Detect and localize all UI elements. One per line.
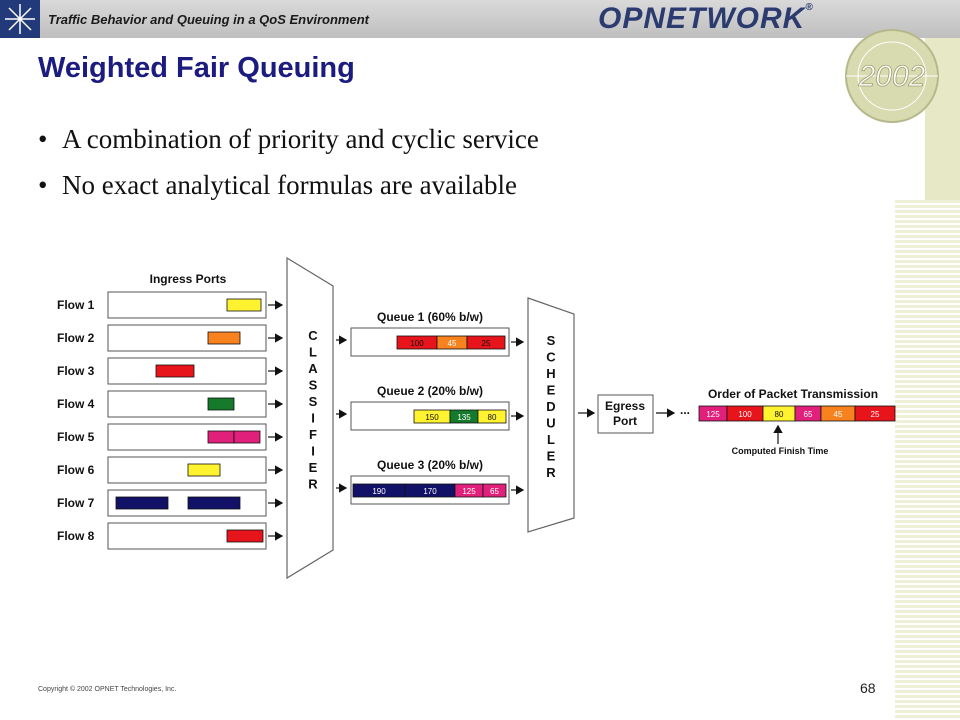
queue-packet-label: 190 <box>372 487 386 496</box>
finish-time-label: Computed Finish Time <box>732 446 829 456</box>
copyright-text: Copyright © 2002 OPNET Technologies, Inc… <box>38 686 177 693</box>
flows-group: Flow 1 Flow 2 Flow 3 Flow 4 Flow 5 Flow 6 Flow… <box>57 291 284 550</box>
side-decoration-stripes <box>895 200 960 720</box>
flow-packet <box>187 496 241 510</box>
flow-label: Flow 2 <box>57 331 95 345</box>
flow-label: Flow 8 <box>57 529 95 543</box>
classifier-letter: E <box>309 460 318 475</box>
scheduler-letter: U <box>546 416 555 431</box>
flow-label: Flow 1 <box>57 298 95 312</box>
flow-port-box <box>107 390 267 418</box>
queue-packet-label: 170 <box>423 487 437 496</box>
output-packet <box>854 405 896 422</box>
classifier-block <box>286 256 334 580</box>
queue-packet-label: 25 <box>482 339 491 348</box>
ingress-ports-label: Ingress Ports <box>150 272 227 286</box>
opnetwork-logo: OPNETWORK® <box>598 2 814 35</box>
scheduler-letter: E <box>547 449 556 464</box>
scheduler-letter: S <box>547 333 556 348</box>
output-packet-label: 25 <box>871 410 880 419</box>
flow-packet <box>115 496 169 510</box>
flow-port-box <box>107 324 267 352</box>
classifier-letter: I <box>311 411 315 426</box>
egress-port-label: Egress <box>605 399 645 413</box>
flow-label: Flow 6 <box>57 463 95 477</box>
classifier-letter: S <box>309 378 318 393</box>
header-bar <box>0 0 960 38</box>
flow-label: Flow 4 <box>57 397 95 411</box>
flow-label: Flow 7 <box>57 496 95 510</box>
egress-port-label: Port <box>613 414 637 428</box>
flow-packet <box>207 430 235 444</box>
classifier-letter: A <box>308 361 318 376</box>
bullet-item: •A combination of priority and cyclic se… <box>38 124 539 154</box>
classifier-letter: S <box>309 394 318 409</box>
flow-packet <box>233 430 261 444</box>
queue-label: Queue 1 (60% b/w) <box>377 310 483 324</box>
flow-packet <box>187 463 221 477</box>
flow-port-box <box>107 456 267 484</box>
flow-packet <box>207 331 241 345</box>
opnet-star-icon <box>0 0 40 38</box>
svg-text:2002: 2002 <box>858 60 926 93</box>
queue-packet-label: 125 <box>462 487 476 496</box>
queue-packet-label: 80 <box>488 413 497 422</box>
order-packets: 125 100 80 65 45 25 <box>698 405 896 422</box>
output-packet-label: 125 <box>706 410 720 419</box>
output-packet-label: 100 <box>738 410 752 419</box>
year-2002-badge: 2002 <box>845 29 939 123</box>
scheduler-letter: C <box>546 350 556 365</box>
egress-port-box <box>597 394 654 434</box>
queue-packet-label: 45 <box>448 339 457 348</box>
page-number: 68 <box>860 680 876 696</box>
ellipsis-label: ... <box>680 403 690 417</box>
scheduler-letter: L <box>547 432 555 447</box>
output-packet-label: 45 <box>834 410 843 419</box>
scheduler-letter: R <box>546 465 556 480</box>
scheduler-letter: D <box>546 399 555 414</box>
output-packet-label: 80 <box>775 410 784 419</box>
queue-packet-label: 100 <box>410 339 424 348</box>
scheduler-block <box>527 297 575 533</box>
classifier-letter: I <box>311 444 315 459</box>
queue-packet <box>466 335 506 350</box>
classifier-letter: R <box>308 477 318 492</box>
queue-label: Queue 3 (20% b/w) <box>377 458 483 472</box>
flow-packet <box>155 364 195 378</box>
flow-label: Flow 3 <box>57 364 95 378</box>
header-title: Traffic Behavior and Queuing in a QoS En… <box>48 12 369 27</box>
classifier-letter: F <box>309 427 317 442</box>
scheduler-letter: H <box>546 366 555 381</box>
bullet-list: •A combination of priority and cyclic se… <box>38 124 539 216</box>
flow-packet <box>226 298 262 312</box>
flow-packet <box>226 529 264 543</box>
queue-packet <box>482 483 507 498</box>
slide-title: Weighted Fair Queuing <box>38 52 355 84</box>
bullet-item: •No exact analytical formulas are availa… <box>38 170 518 200</box>
queue-label: Queue 2 (20% b/w) <box>377 384 483 398</box>
classifier-letter: L <box>309 345 317 360</box>
queue-packet-label: 65 <box>490 487 499 496</box>
queue-packet-label: 135 <box>457 413 471 422</box>
flow-label: Flow 5 <box>57 430 95 444</box>
order-label: Order of Packet Transmission <box>708 387 878 401</box>
classifier-letter: C <box>308 328 318 343</box>
scheduler-letter: E <box>547 383 556 398</box>
queue-packet-label: 150 <box>425 413 439 422</box>
output-packet-label: 65 <box>804 410 813 419</box>
flow-packet <box>207 397 235 411</box>
queue-packet <box>477 409 507 424</box>
